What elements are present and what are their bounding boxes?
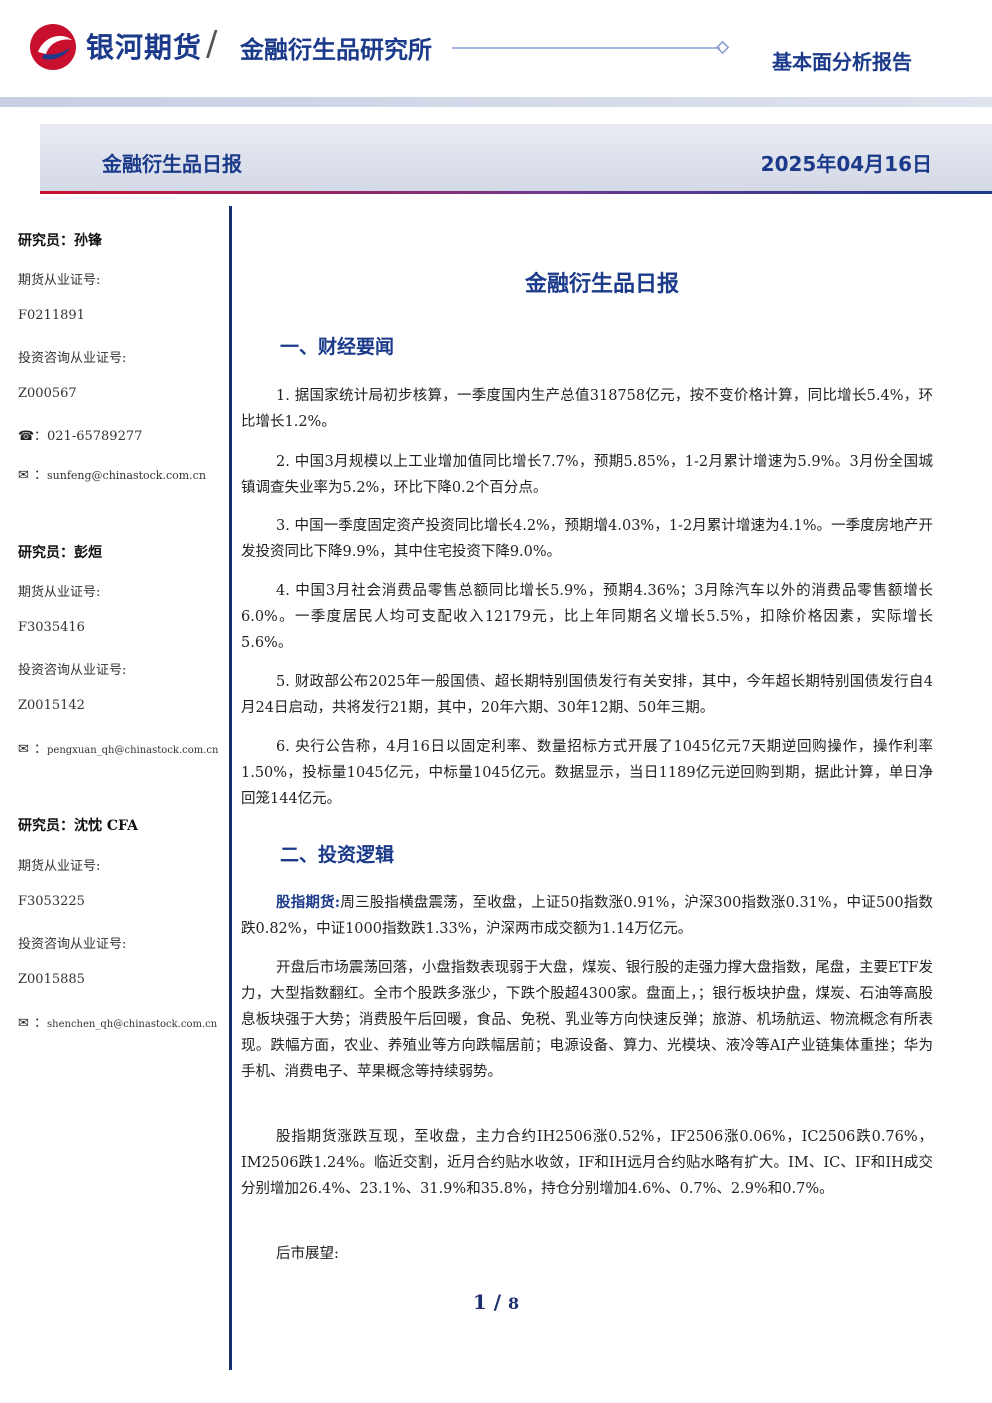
news-item: 2. 中国3月规模以上工业增加值同比增长7.7%，预期5.85%，1-2月累计增…: [241, 454, 933, 496]
email-row: ✉：shenchen_qh@chinastock.com.cn: [18, 1016, 218, 1031]
market-review: 开盘后市场震荡回落，小盘指数表现弱于大盘，煤炭、银行股的走强力撑大盘指数，尾盘，…: [241, 960, 933, 1080]
document-title: 金融衍生品日报: [524, 272, 679, 297]
page-total: 8: [508, 1294, 520, 1313]
title-bar: [40, 124, 992, 192]
analyst-name: 研究员：孙锋: [18, 233, 102, 249]
news-item: 5. 财政部公布2025年一般国债、超长期特别国债发行有关安排，其中，今年超长期…: [241, 674, 933, 716]
report-date: 2025年04月16日: [760, 152, 932, 176]
phone-number: 021-65789277: [47, 429, 143, 444]
analyst-name: 研究员：沈忱 CFA: [18, 818, 138, 834]
phone-icon: ☎: [18, 429, 35, 444]
report-type-label: 基本面分析报告: [772, 50, 912, 74]
page-current: 1: [472, 1290, 487, 1314]
galaxy-futures-logo-icon: [30, 24, 76, 70]
consult-license-label: 投资咨询从业证号:: [18, 937, 127, 952]
brand-separator: /: [206, 24, 218, 64]
section-heading-investment-logic: 二、投资逻辑: [280, 844, 395, 866]
section-heading-finance-news: 一、财经要闻: [280, 336, 395, 358]
report-title: 金融衍生品日报: [102, 152, 242, 176]
futures-license-id: F3035416: [18, 620, 85, 635]
email-row: ✉：sunfeng@chinastock.com.cn: [18, 468, 206, 483]
futures-license-id: F0211891: [18, 308, 85, 323]
consult-license-label: 投资咨询从业证号:: [18, 663, 127, 678]
analyst-name: 研究员：彭烜: [18, 545, 102, 561]
header-band: [0, 97, 992, 107]
institute-name: 金融衍生品研究所: [240, 36, 432, 64]
index-futures-text: 周三股指横盘震荡，至收盘，上证50指数涨0.91%，沪深300指数涨0.31%，…: [241, 895, 933, 937]
sidebar-divider: [229, 206, 232, 1370]
email-icon: ✉: [18, 742, 29, 757]
title-bar-accent-line: [40, 191, 992, 194]
news-item: 4. 中国3月社会消费品零售总额同比增长5.9%，预期4.36%；3月除汽车以外…: [241, 583, 933, 651]
header-decorative-line: [452, 40, 730, 55]
email-link[interactable]: shenchen_qh@chinastock.com.cn: [47, 1019, 218, 1030]
brand-name: 银河期货: [86, 31, 203, 64]
page-number: 1 / 8: [0, 1290, 992, 1314]
email-link[interactable]: pengxuan_qh@chinastock.com.cn: [47, 745, 219, 756]
futures-license-id: F3053225: [18, 894, 85, 909]
consult-license-label: 投资咨询从业证号:: [18, 351, 127, 366]
email-icon: ✉: [18, 1016, 29, 1031]
futures-contract-review: 股指期货涨跌互现，至收盘，主力合约IH2506涨0.52%，IF2506涨0.0…: [241, 1129, 933, 1197]
news-item: 1. 据国家统计局初步核算，一季度国内生产总值318758亿元，按不变价格计算，…: [241, 388, 933, 430]
futures-license-label: 期货从业证号:: [18, 585, 101, 600]
page-separator: /: [486, 1290, 508, 1314]
phone-row: ☎：021-65789277: [18, 429, 143, 444]
email-icon: ✉: [18, 468, 29, 483]
email-link[interactable]: sunfeng@chinastock.com.cn: [47, 469, 206, 482]
news-item: 6. 央行公告称，4月16日以固定利率、数量招标方式开展了1045亿元7天期逆回…: [241, 739, 933, 807]
news-item: 3. 中国一季度固定资产投资同比增长4.2%，预期增4.03%，1-2月累计增速…: [241, 518, 933, 560]
outlook-label: 后市展望:: [276, 1246, 339, 1262]
index-futures-label: 股指期货:: [276, 894, 341, 911]
index-futures-summary: 股指期货:周三股指横盘震荡，至收盘，上证50指数涨0.91%，沪深300指数涨0…: [241, 890, 933, 942]
email-row: ✉：pengxuan_qh@chinastock.com.cn: [18, 742, 219, 757]
futures-license-label: 期货从业证号:: [18, 273, 101, 288]
consult-license-id: Z0015142: [18, 698, 85, 713]
consult-license-id: Z000567: [18, 386, 77, 401]
futures-license-label: 期货从业证号:: [18, 859, 101, 874]
consult-license-id: Z0015885: [18, 972, 85, 987]
